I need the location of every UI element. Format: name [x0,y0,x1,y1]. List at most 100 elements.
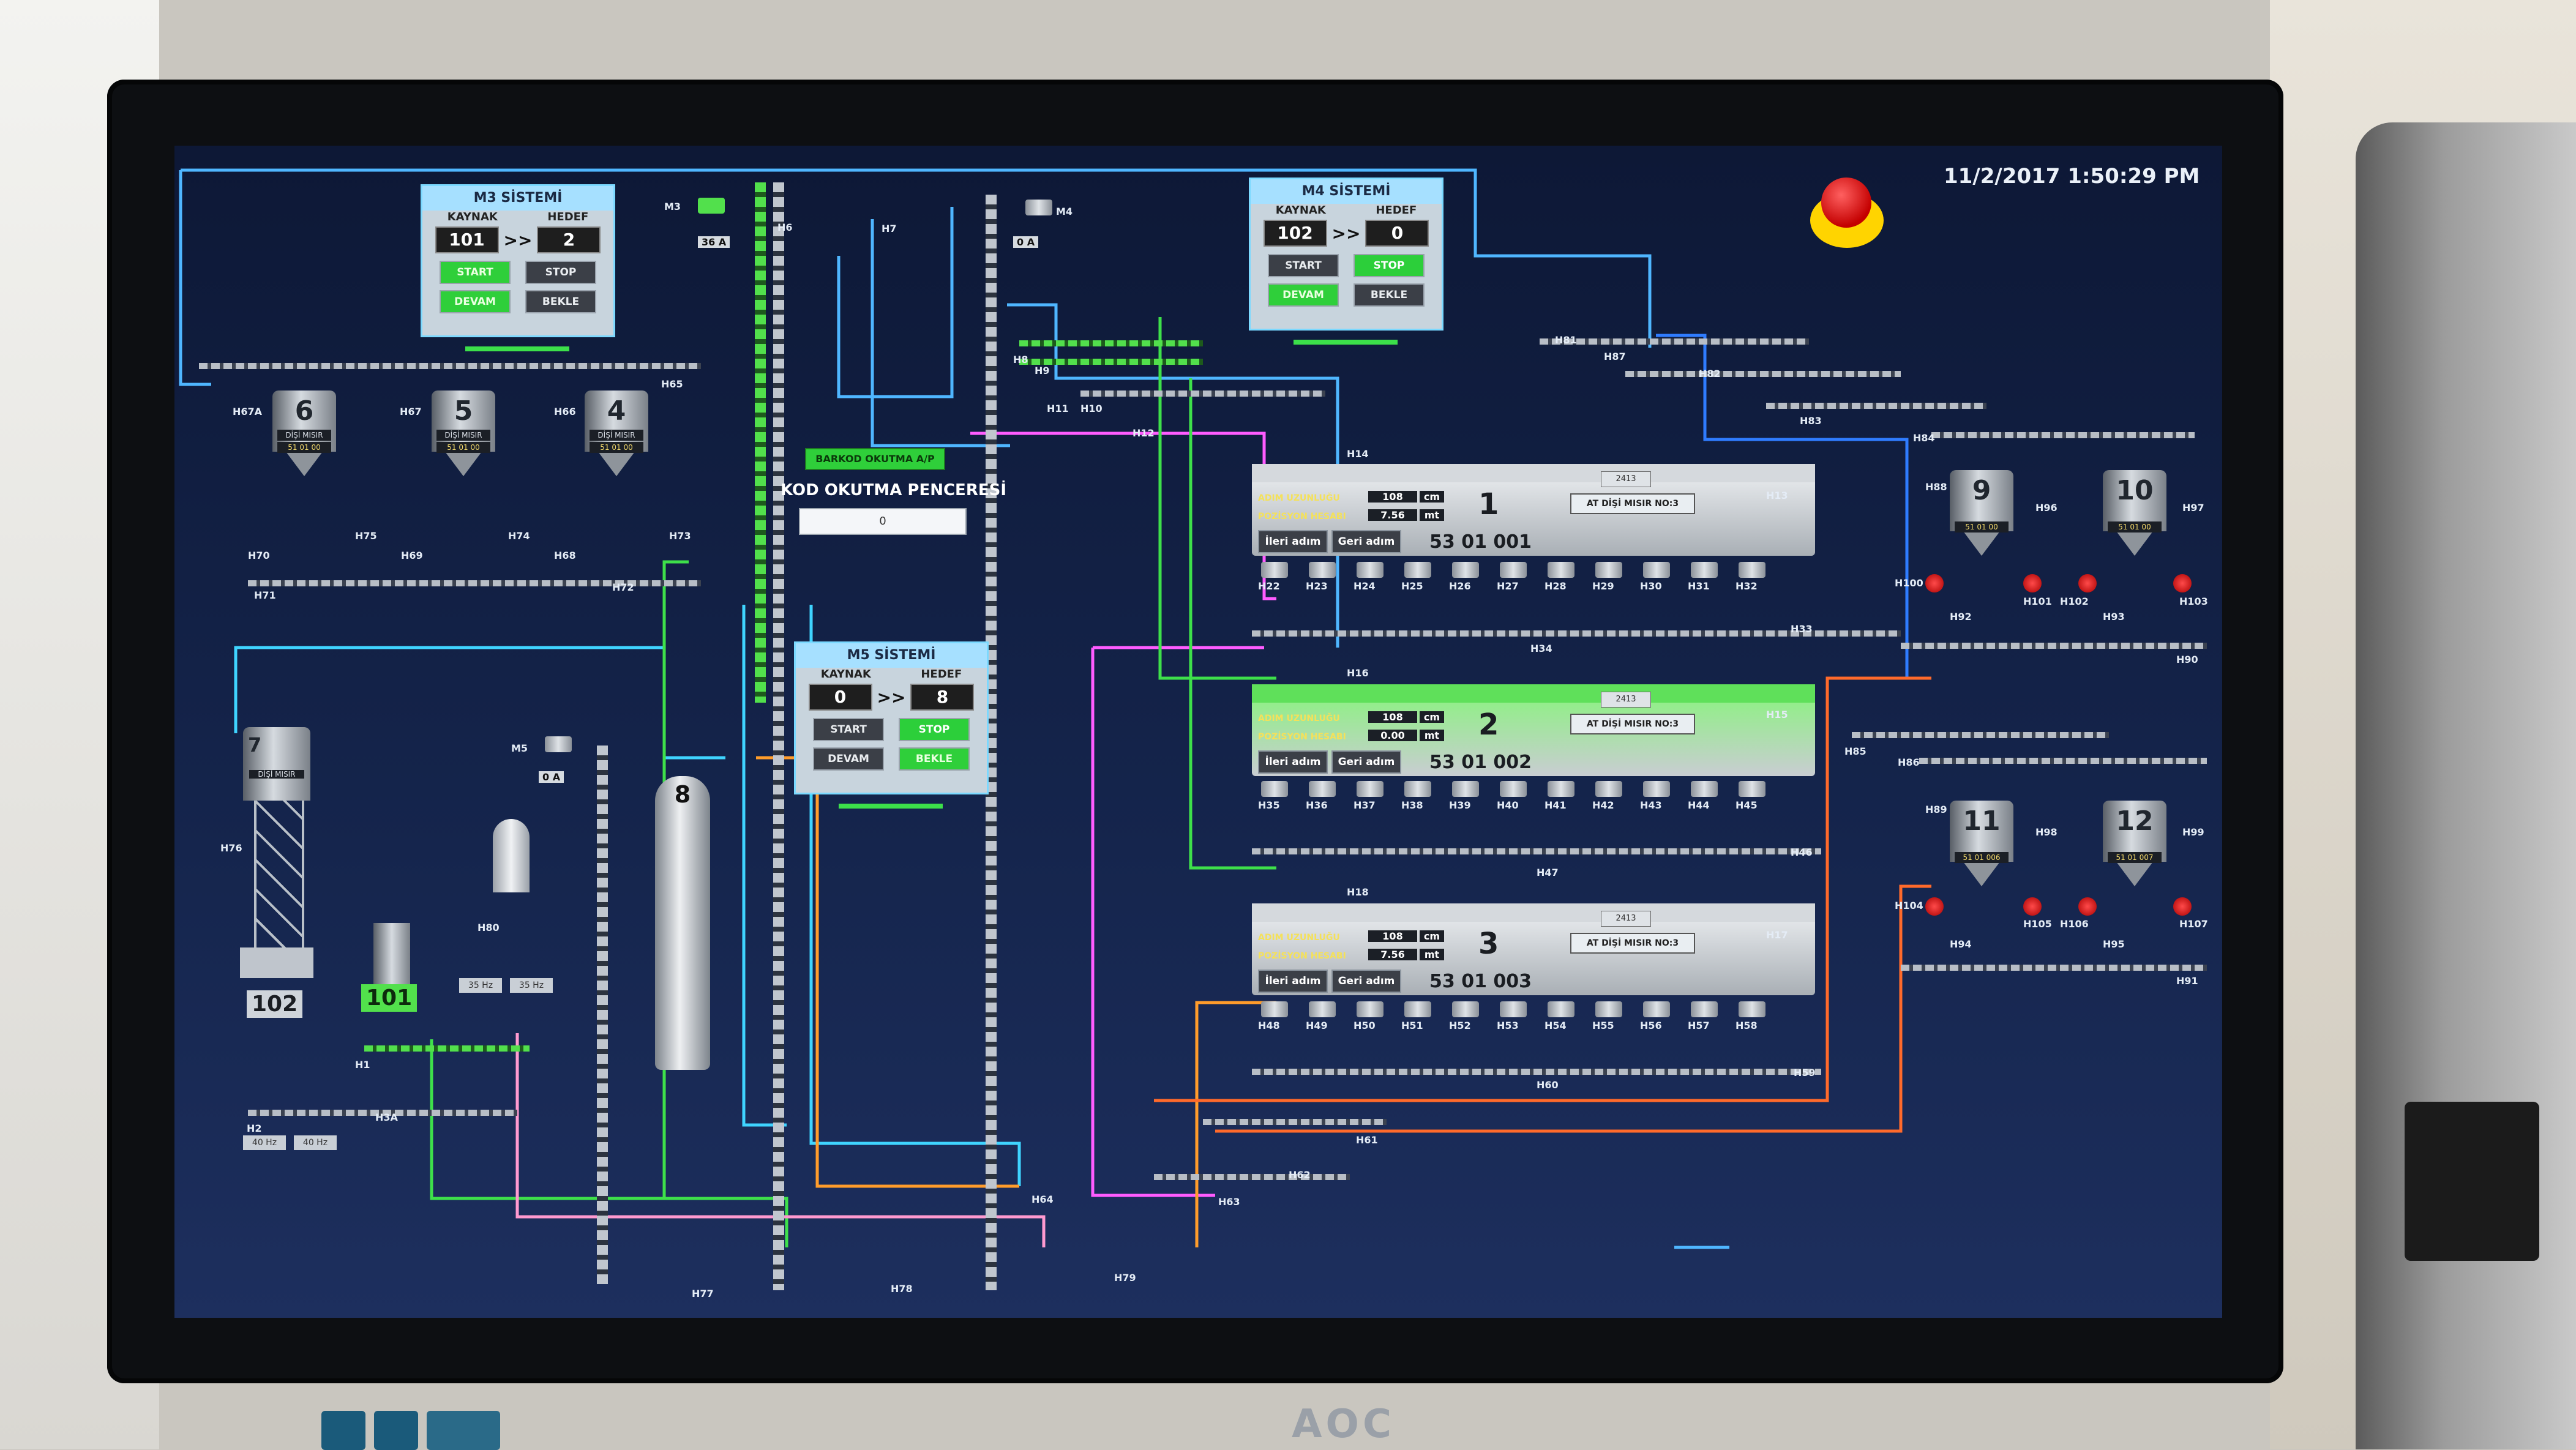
motor-icon[interactable] [1691,1001,1718,1017]
kod-input[interactable]: 0 [799,508,967,535]
devam-button[interactable]: DEVAM [1268,283,1339,307]
devam-button[interactable]: DEVAM [813,747,884,771]
taskbar-icon[interactable] [321,1411,365,1450]
motor-tag[interactable]: H90 [2176,654,2198,665]
back-step-button[interactable]: Geri adım [1331,530,1401,553]
motor-tag[interactable]: H39 [1449,799,1471,811]
motor-tag[interactable]: H24 [1354,580,1376,592]
motor-icon[interactable] [1643,562,1670,578]
motor-tag[interactable]: H76 [220,842,242,854]
motor-tag[interactable]: H29 [1592,580,1614,592]
motor-tag[interactable]: H73 [669,530,691,542]
motor-tag[interactable]: H51 [1401,1020,1423,1031]
motor-tag[interactable]: H77 [692,1288,714,1299]
motor-icon[interactable] [1500,1001,1527,1017]
motor-icon[interactable] [1309,562,1336,578]
motor-tag[interactable]: H55 [1592,1020,1614,1031]
motor-tag[interactable]: H89 [1925,804,1947,815]
motor-icon[interactable] [1643,781,1670,797]
motor-icon[interactable] [1357,1001,1383,1017]
motor-tag[interactable]: H107 [2179,918,2208,930]
motor-tag-m5[interactable]: M5 [511,742,528,754]
silo-4[interactable]: 4 DİŞİ MISIR 51 01 00 [585,378,648,476]
devam-button[interactable]: DEVAM [440,290,511,313]
motor-tag[interactable]: H56 [1640,1020,1662,1031]
motor-tag-m3[interactable]: M3 [664,201,681,212]
motor-icon[interactable] [1500,562,1527,578]
stop-button[interactable]: STOP [1354,254,1425,277]
motor-icon[interactable] [1548,781,1574,797]
motor-tag[interactable]: H2 [247,1123,262,1134]
motor-tag[interactable]: H105 [2023,918,2052,930]
silo-10[interactable]: 10 51 01 00 [2103,458,2166,556]
motor-tag[interactable]: H75 [355,530,377,542]
motor-tag[interactable]: H54 [1544,1020,1567,1031]
motor-tag[interactable]: H42 [1592,799,1614,811]
motor-icon[interactable] [1595,562,1622,578]
motor-tag[interactable]: H37 [1354,799,1376,811]
silo-7[interactable]: 7 DİŞİ MISIR [240,727,313,1009]
valve-red-icon[interactable] [2078,897,2097,916]
motor-icon[interactable] [1261,1001,1288,1017]
emergency-stop-icon[interactable] [1803,165,1889,251]
bekle-button[interactable]: BEKLE [899,747,970,771]
motor-tag[interactable]: H66 [554,406,576,417]
motor-tag[interactable]: H36 [1306,799,1328,811]
motor-tag[interactable]: H98 [2035,826,2057,838]
start-button[interactable]: START [1268,254,1339,277]
motor-tag[interactable]: H60 [1537,1079,1559,1091]
motor-icon[interactable] [1548,562,1574,578]
motor-tag[interactable]: H47 [1537,867,1559,878]
motor-tag[interactable]: H23 [1306,580,1328,592]
back-step-button[interactable]: Geri adım [1331,970,1401,993]
motor-tag[interactable]: H32 [1735,580,1758,592]
motor-tag[interactable]: H67A [233,406,263,417]
hedef-input[interactable]: 2 [537,226,601,253]
motor-tag[interactable]: H84 [1913,432,1935,444]
motor-tag[interactable]: H91 [2176,975,2198,987]
motor-icon[interactable] [1404,781,1431,797]
motor-tag[interactable]: H52 [1449,1020,1471,1031]
taskbar-app-icon[interactable] [427,1411,500,1450]
motor-icon[interactable] [1357,781,1383,797]
motor-icon[interactable] [1643,1001,1670,1017]
motor-tag[interactable]: H93 [2103,611,2125,622]
motor-icon[interactable] [1548,1001,1574,1017]
motor-tag[interactable]: H88 [1925,481,1947,493]
motor-icon[interactable] [1309,781,1336,797]
motor-tag[interactable]: H78 [891,1283,913,1295]
motor-tag[interactable]: H16 [1347,667,1369,679]
motor-tag[interactable]: H22 [1258,580,1280,592]
silo-5[interactable]: 5 DİŞİ MISIR 51 01 00 [432,378,495,476]
motor-tag[interactable]: H25 [1401,580,1423,592]
motor-icon[interactable] [1739,781,1765,797]
motor-tag[interactable]: H10 [1080,403,1103,414]
motor-tag[interactable]: H13 [1766,490,1788,501]
stop-button[interactable]: STOP [899,718,970,741]
valve-red-icon[interactable] [2023,897,2042,916]
motor-tag[interactable]: H71 [254,589,276,601]
bekle-button[interactable]: BEKLE [525,290,596,313]
motor-tag[interactable]: H35 [1258,799,1280,811]
kaynak-input[interactable]: 102 [1263,220,1327,247]
motor-tag[interactable]: H87 [1604,351,1626,362]
motor-icon[interactable] [1452,562,1479,578]
silo-102-label[interactable]: 102 [247,990,303,1018]
motor-tag[interactable]: H6 [777,222,793,233]
step-length-field[interactable]: 108 [1368,491,1417,503]
silo-12[interactable]: 12 51 01 007 [2103,788,2166,886]
motor-tag[interactable]: H62 [1289,1169,1311,1181]
kaynak-input[interactable]: 0 [808,684,872,711]
motor-tag[interactable]: H92 [1950,611,1972,622]
motor-tag[interactable]: H45 [1735,799,1758,811]
start-button[interactable]: START [813,718,884,741]
motor-icon[interactable] [1261,781,1288,797]
motor-tag[interactable]: H106 [2060,918,2089,930]
barkod-toggle-button[interactable]: BARKOD OKUTMA A/P [805,448,945,470]
motor-tag[interactable]: H57 [1688,1020,1710,1031]
motor-tag[interactable]: H38 [1401,799,1423,811]
motor-tag[interactable]: H44 [1688,799,1710,811]
motor-tag-m4[interactable]: M4 [1056,206,1073,217]
motor-icon[interactable] [1691,781,1718,797]
hedef-input[interactable]: 8 [910,684,975,711]
